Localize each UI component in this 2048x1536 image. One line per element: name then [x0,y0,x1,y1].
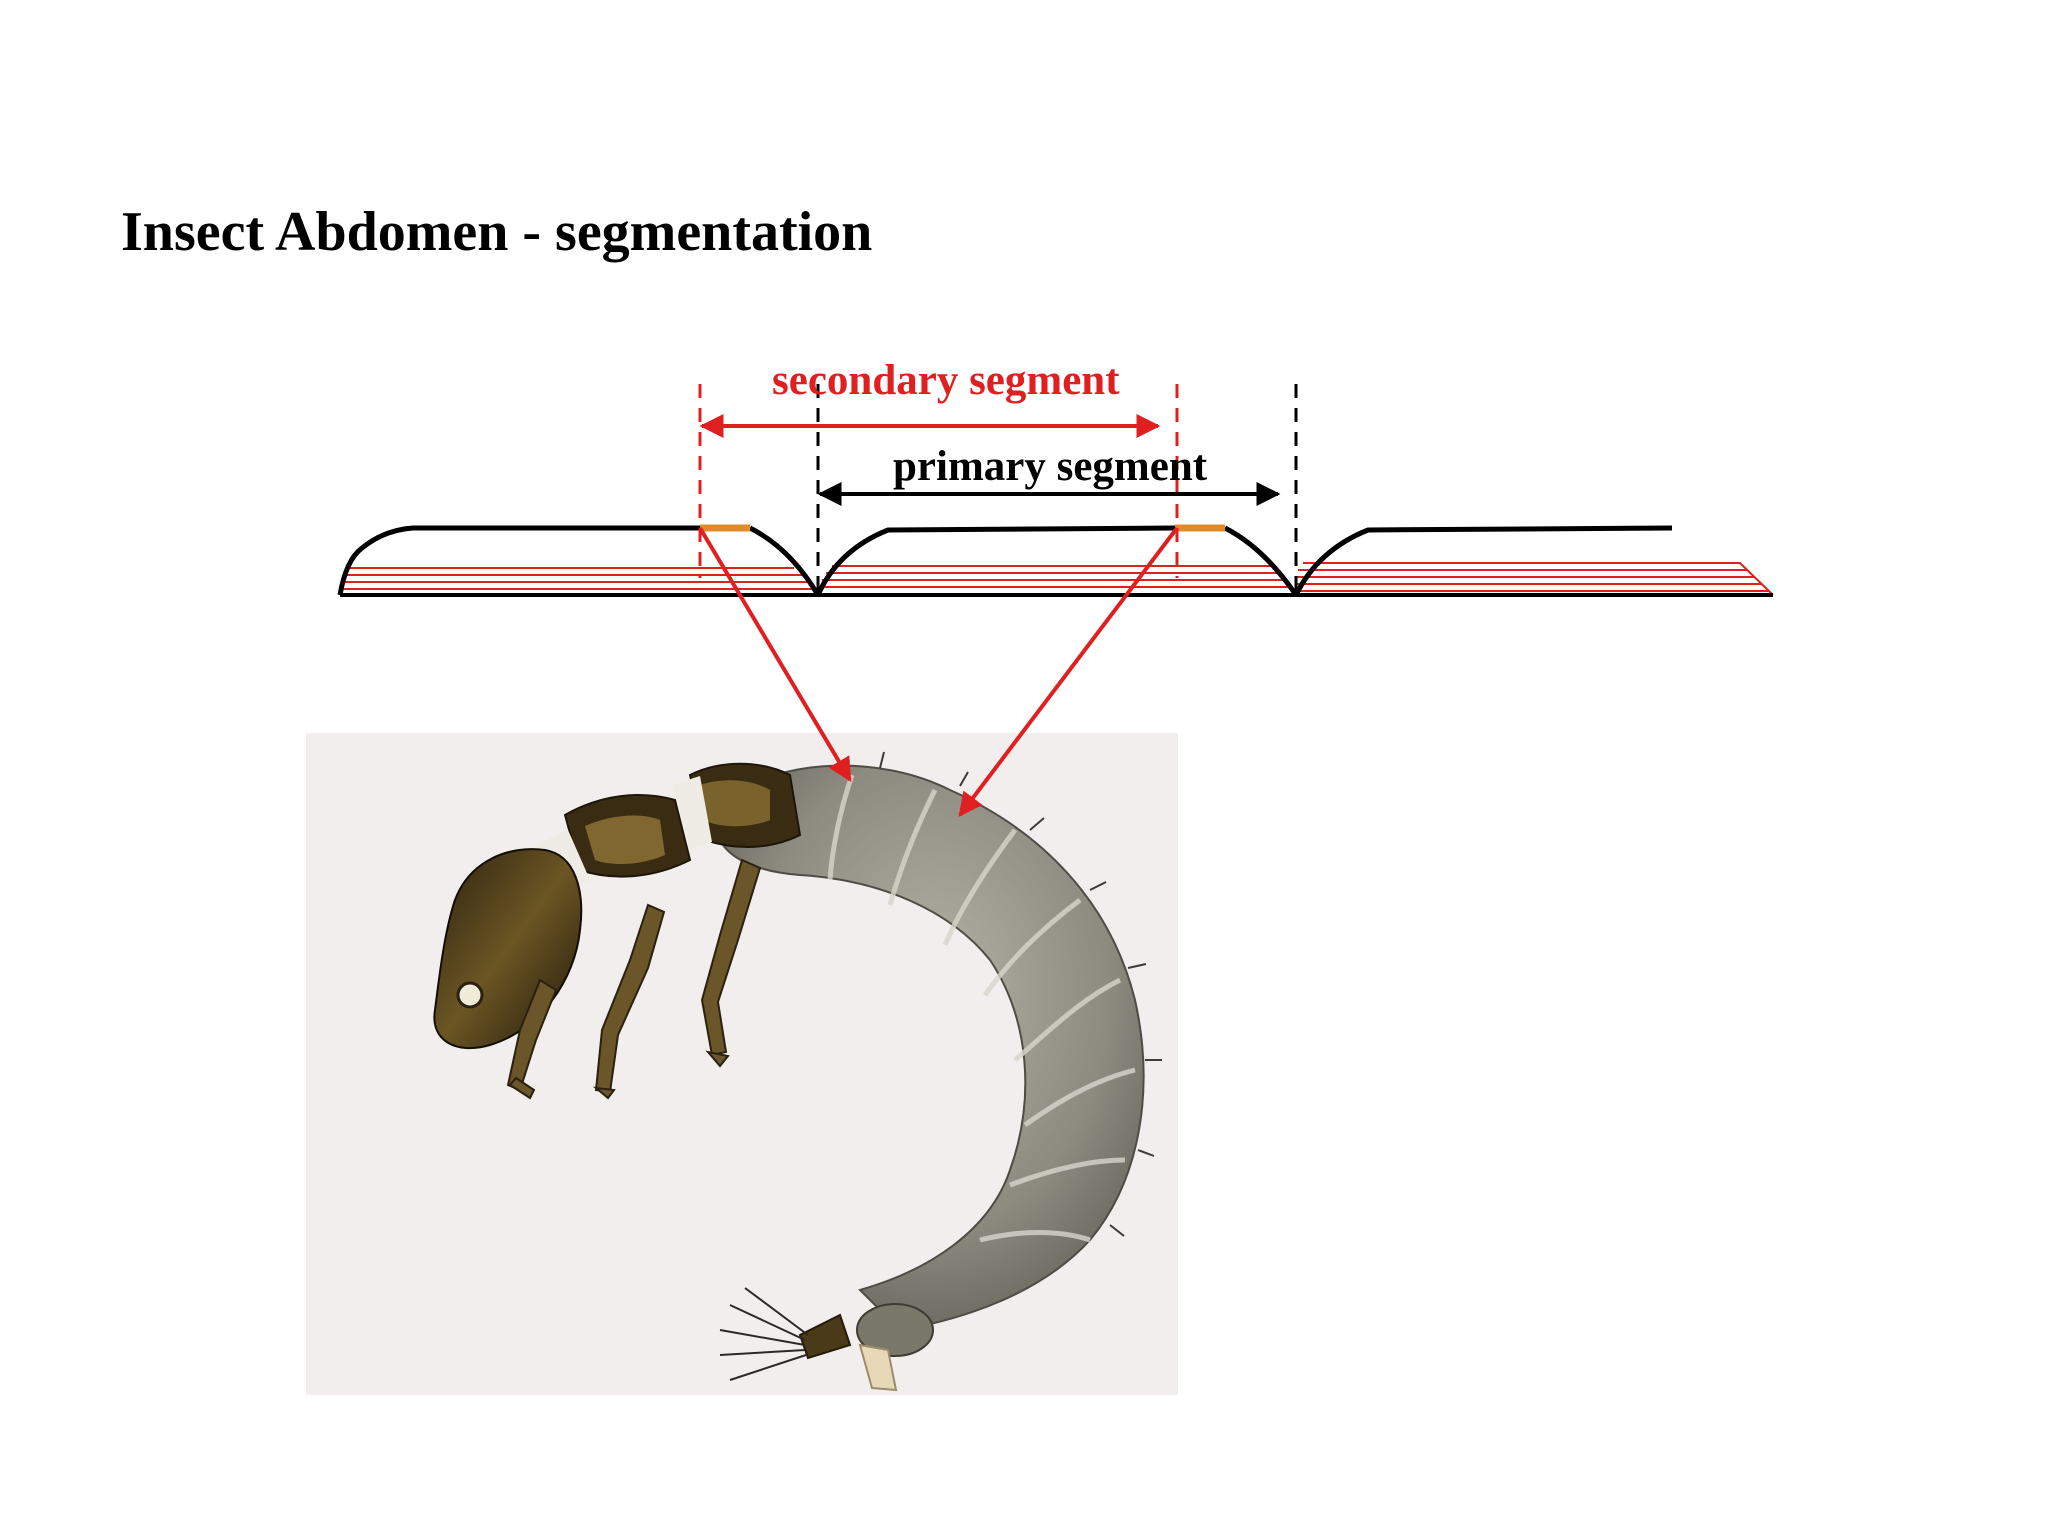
muscle-bands [340,562,1774,596]
primary-segment-label: primary segment [893,443,1208,490]
cuticle-outline [337,525,1773,597]
muscle-band-middle [820,565,1292,588]
secondary-segment-label: secondary segment [772,357,1120,404]
muscle-band-right [1296,562,1774,596]
slide-title: Insect Abdomen - segmentation [121,201,873,263]
caddisfly-larva-illustration [306,733,1178,1395]
muscle-band-left [340,567,818,596]
legs [506,858,762,1100]
eye-icon [456,981,484,1009]
pointer-arrow-right [958,526,1179,817]
terminal-prolegs [719,1287,934,1392]
pointer-arrow-left [698,526,852,783]
